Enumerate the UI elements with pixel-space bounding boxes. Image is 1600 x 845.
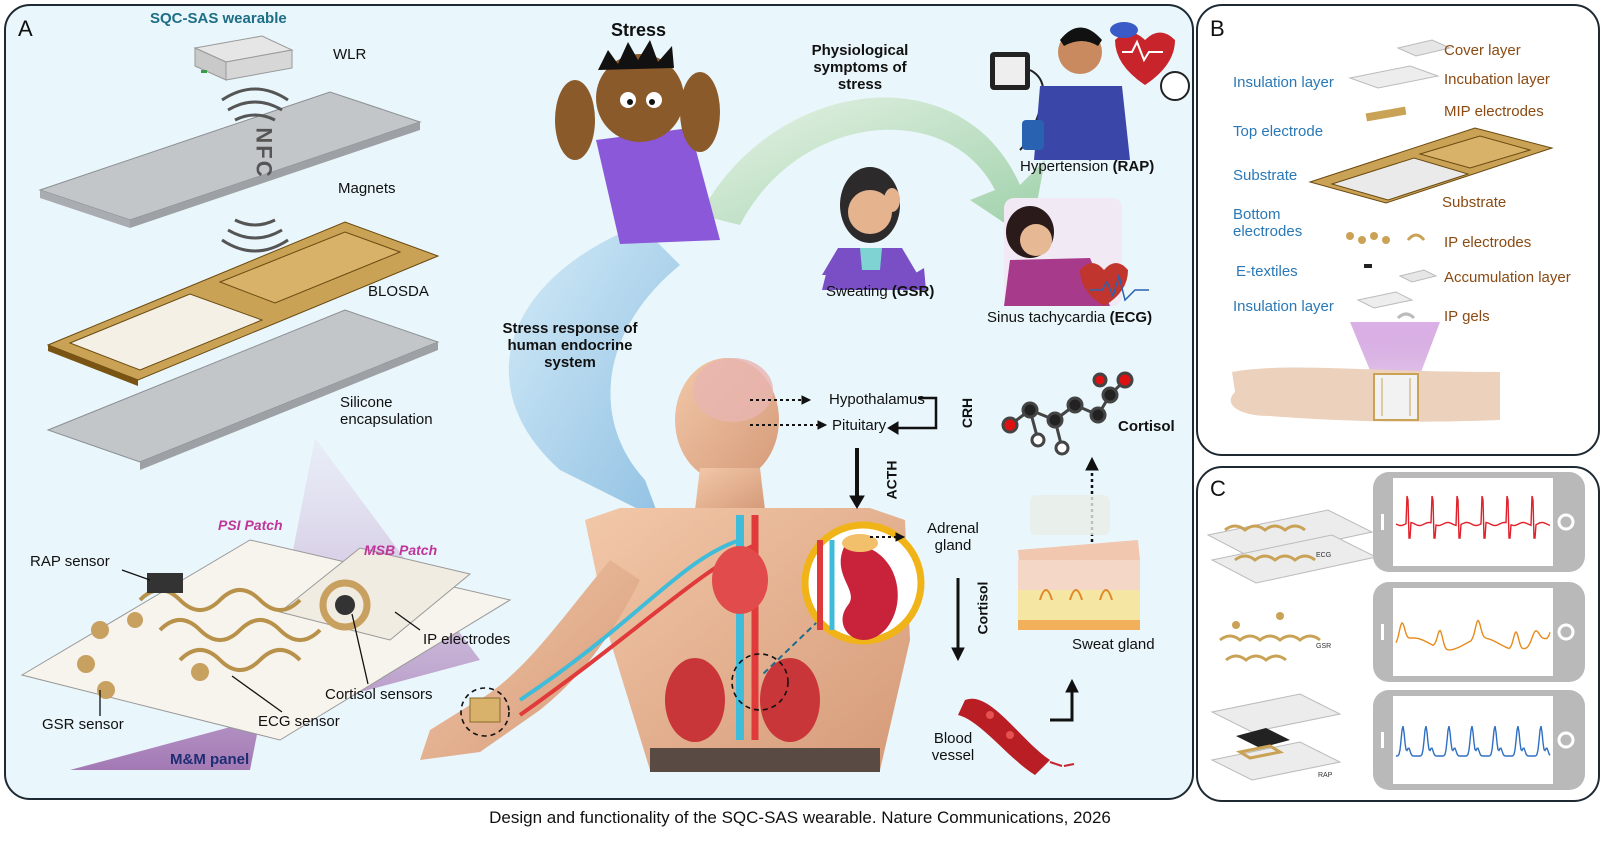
ip-electrodes-label-a: IP electrodes xyxy=(423,631,511,648)
b-right-label-3: MIP electrodes xyxy=(1444,103,1544,120)
mm-panel-sheets xyxy=(20,539,512,741)
b-left-label-6: Insulation layer xyxy=(1233,298,1334,315)
stress-label: Stress xyxy=(611,20,667,40)
endocrine-response-label: Stress response of human endocrine syste… xyxy=(502,320,638,371)
cortisol-molecule-icon xyxy=(1001,371,1134,456)
layer-label-magnets: Magnets xyxy=(338,180,396,197)
b-right-label-7: IP gels xyxy=(1444,308,1490,325)
panel-a-letter: A xyxy=(18,16,33,41)
wlr-device xyxy=(193,35,294,81)
physiological-arrow xyxy=(700,97,1045,240)
b-right-label-2: Incubation layer xyxy=(1444,71,1550,88)
adrenal-kidney-inset xyxy=(761,521,925,676)
blood-vessel-label: Blood vessel xyxy=(931,730,975,764)
panel-c-letter: C xyxy=(1210,476,1226,501)
projection-beam xyxy=(1350,322,1440,380)
adrenal-gland-label: Adrenal gland xyxy=(927,520,979,554)
b-right-label-4: Substrate xyxy=(1442,194,1507,211)
sweat-gland-label: Sweat gland xyxy=(1072,636,1155,653)
wearable-title: SQC-SAS wearable xyxy=(150,10,287,27)
hypertension-illustration xyxy=(990,22,1190,160)
sinus-tachycardia-label: Sinus tachycardia (ECG) xyxy=(987,309,1153,326)
cortisol-sensors-label: Cortisol sensors xyxy=(325,686,433,703)
sweating-label: Sweating (GSR) xyxy=(826,283,935,300)
skin-cross-section xyxy=(1018,495,1140,630)
gsr-sensor-label: GSR sensor xyxy=(42,716,124,733)
b-left-label-4: Bottom electrodes xyxy=(1233,206,1303,240)
ecg-sensor-label: ECG sensor xyxy=(258,713,340,730)
pituitary-label: Pituitary xyxy=(832,417,887,434)
phone-signal-displays xyxy=(1373,472,1585,790)
physiological-symptoms-title: Physiological symptoms of stress xyxy=(811,42,909,93)
blosda-layer-sheet xyxy=(46,221,440,386)
layer-label-blosda: BLOSDA xyxy=(368,283,429,300)
gsr-device-label: GSR xyxy=(1316,643,1332,650)
b-right-label-5: IP electrodes xyxy=(1444,234,1532,251)
silicone-layer-sheet xyxy=(46,309,440,470)
gsr-device-illustration xyxy=(1219,612,1321,662)
ecg-phone-display xyxy=(1373,472,1585,572)
magnet-layer-sheet xyxy=(38,91,422,228)
layer-label-wlr: WLR xyxy=(333,46,367,63)
b-left-label-1: Insulation layer xyxy=(1233,74,1334,91)
sweating-woman-illustration xyxy=(822,167,926,290)
tachycardia-woman-illustration xyxy=(1004,198,1149,306)
b-left-label-3: Substrate xyxy=(1233,167,1298,184)
figure-caption: Design and functionality of the SQC-SAS … xyxy=(489,808,1111,827)
b-left-label-5: E-textiles xyxy=(1236,263,1298,280)
cortisol-molecule-label: Cortisol xyxy=(1118,418,1175,435)
hypothalamus-label: Hypothalamus xyxy=(829,391,925,408)
msb-patch-label: MSB Patch xyxy=(364,542,438,558)
stressed-man-illustration xyxy=(555,40,720,244)
psi-patch-label: PSI Patch xyxy=(218,517,283,533)
magnification-fan xyxy=(70,438,480,770)
b-left-label-2: Top electrode xyxy=(1233,123,1324,140)
b-right-label-6: Accumulation layer xyxy=(1444,269,1571,286)
mm-panel-leader-lines xyxy=(99,569,421,716)
rap-phone-display xyxy=(1373,690,1585,790)
panel-b-letter: B xyxy=(1210,16,1225,41)
b-right-label-1: Cover layer xyxy=(1444,42,1521,59)
exploded-sensor-layers xyxy=(1308,39,1554,320)
rap-device-illustration xyxy=(1210,693,1342,781)
rap-sensor-label: RAP sensor xyxy=(30,553,110,570)
rap-device-label: RAP xyxy=(1318,772,1333,779)
ecg-device-illustration xyxy=(1206,509,1378,584)
blood-vessel-icon xyxy=(958,698,1075,775)
wrist-with-sensor-illustration xyxy=(1230,367,1500,422)
wrist-patch-icon xyxy=(469,697,501,723)
layer-label-silicone: Silicone encapsulation xyxy=(340,394,433,428)
mm-panel-label: M&M panel xyxy=(170,751,250,768)
ecg-device-label: ECG xyxy=(1316,552,1332,559)
gsr-phone-display xyxy=(1373,582,1585,682)
nfc-wave-icon xyxy=(221,87,289,253)
hypertension-label: Hypertension (RAP) xyxy=(1020,158,1155,175)
endocrine-arrow xyxy=(508,225,680,520)
